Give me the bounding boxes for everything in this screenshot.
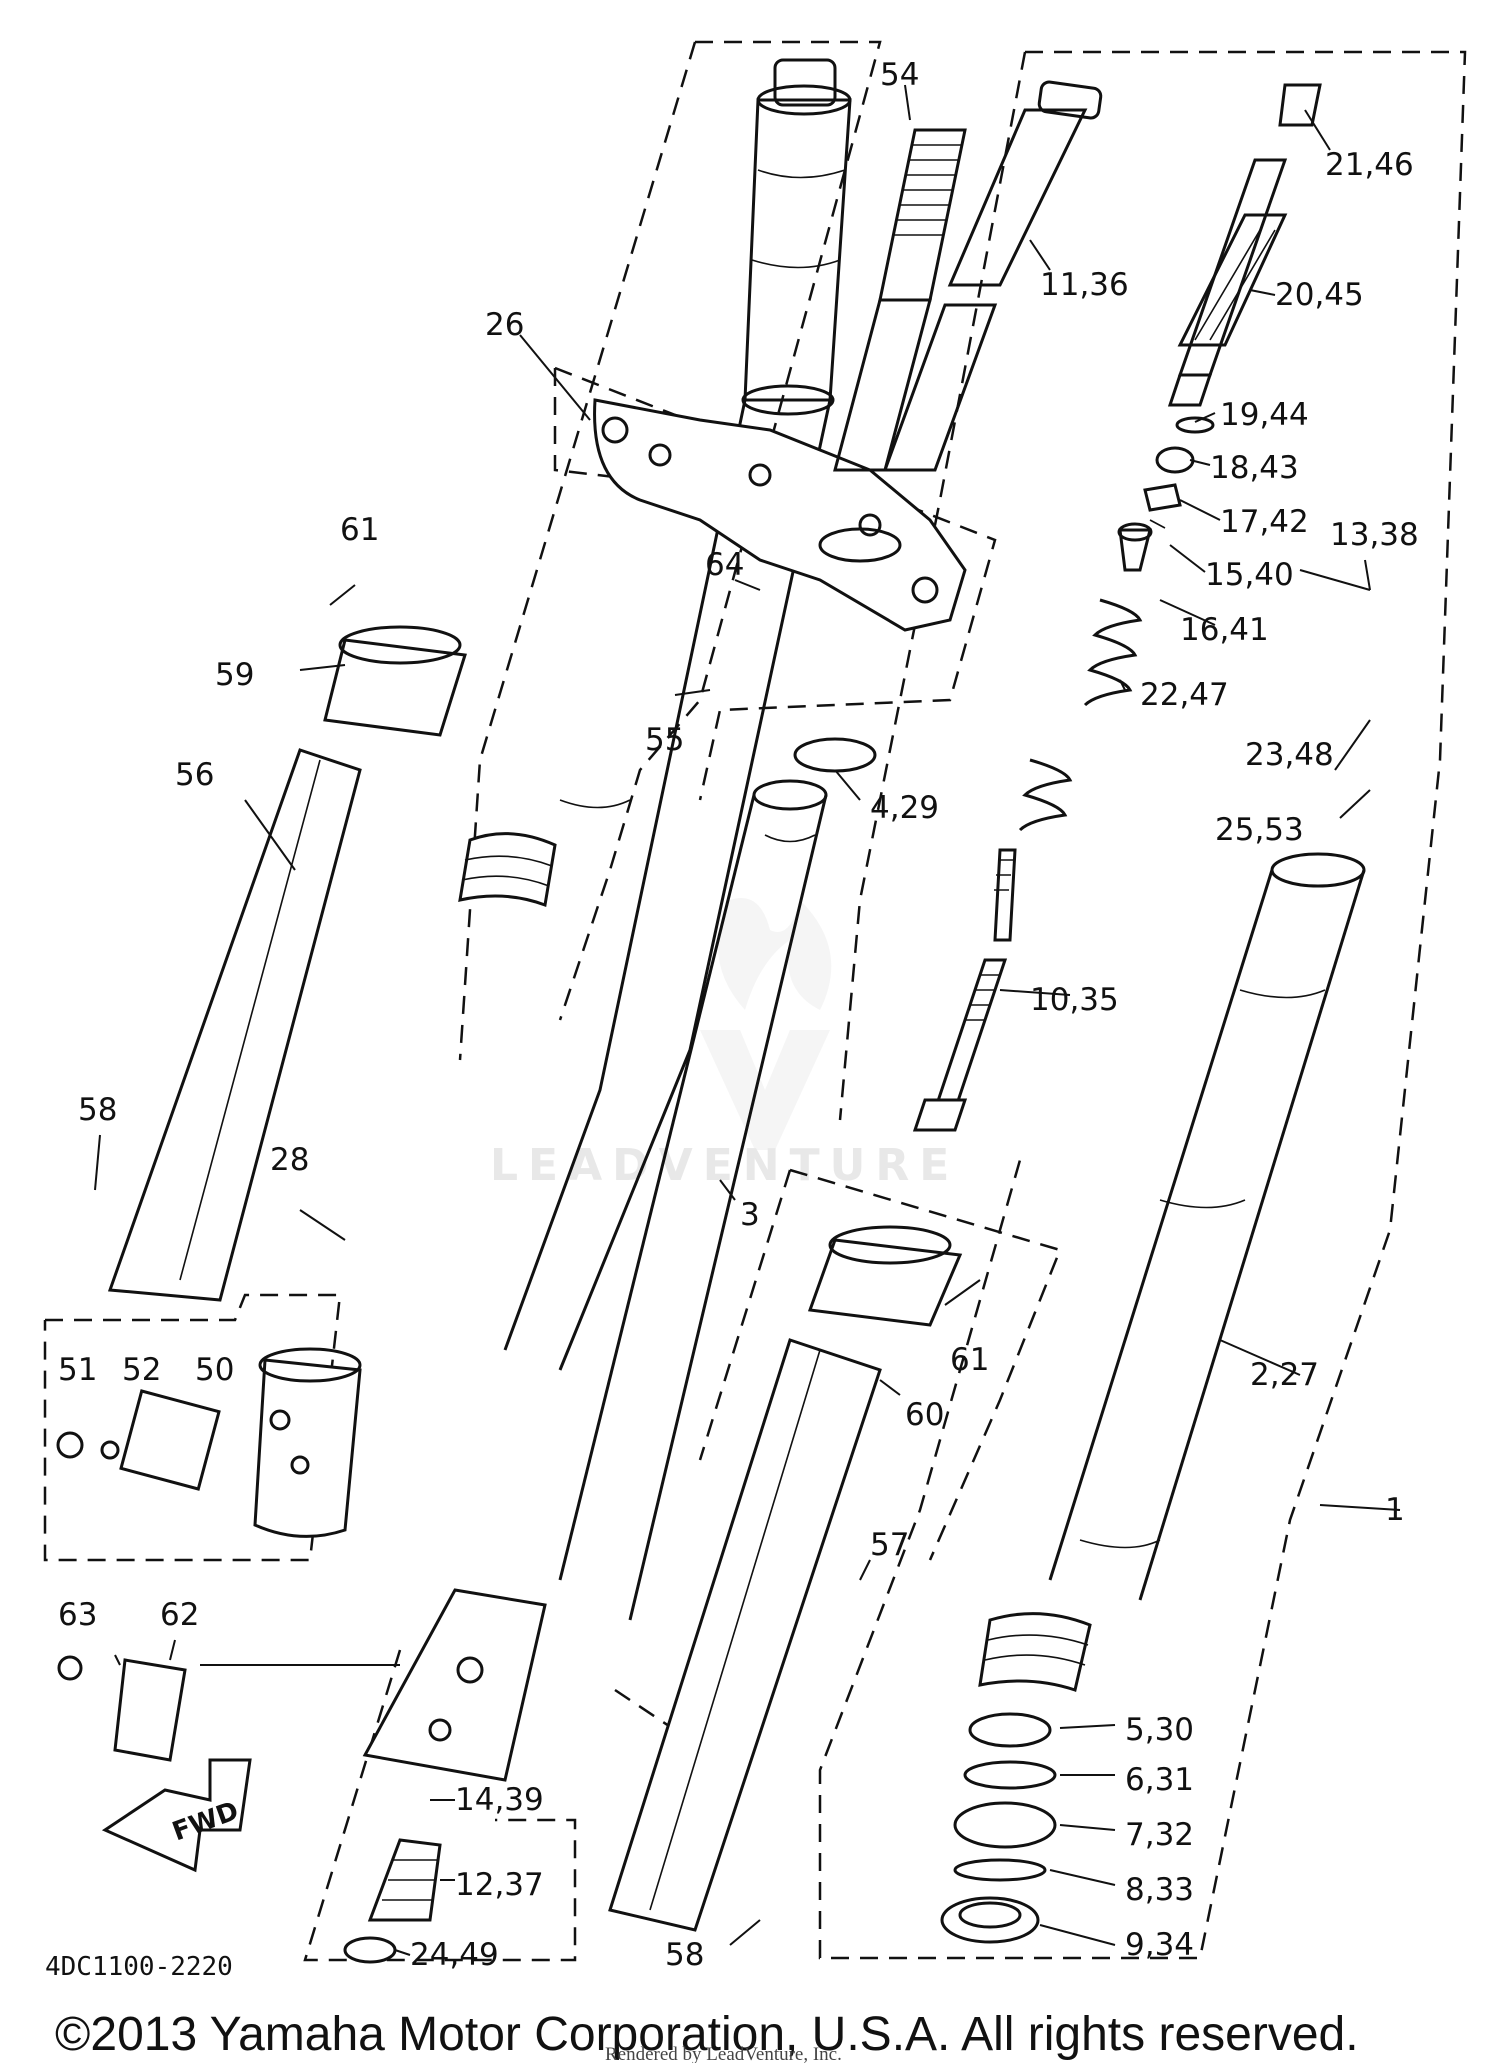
- guard-clamp-bottom: [807, 1225, 963, 1327]
- callout-26: 26: [485, 307, 524, 343]
- callout-54: 54: [880, 57, 919, 93]
- callout-63: 63: [58, 1597, 97, 1633]
- callout-17-42: 17,42: [1220, 504, 1309, 540]
- lower-bracket: [593, 398, 967, 632]
- callout-22-47: 22,47: [1140, 677, 1229, 713]
- callout-58b: 58: [665, 1937, 704, 1973]
- callout-61a: 61: [340, 512, 379, 548]
- callout-15-40: 15,40: [1205, 557, 1294, 593]
- guard-clamp-top: [323, 625, 467, 737]
- callout-10-35: 10,35: [1030, 982, 1119, 1018]
- callout-25-53: 25,53: [1215, 812, 1304, 848]
- lower-fork-leg: [362, 1588, 547, 1782]
- right-outer-tube: [1048, 852, 1366, 1601]
- callout-12-37: 12,37: [455, 1867, 544, 1903]
- springs: [993, 598, 1143, 942]
- callout-9-34: 9,34: [1125, 1927, 1194, 1963]
- axle-clamp: [56, 1389, 221, 1491]
- callout-24-49: 24,49: [410, 1937, 499, 1973]
- hose-bracket: [57, 1655, 187, 1762]
- callout-1: 1: [1385, 1492, 1405, 1528]
- watermark-logo: [700, 898, 832, 1150]
- callout-11-36: 11,36: [1040, 267, 1129, 303]
- dashed-boundaries: [43, 40, 1467, 1962]
- callout-14-39: 14,39: [455, 1782, 544, 1818]
- callout-21-46: 21,46: [1325, 147, 1414, 183]
- left-fork-tube: [253, 58, 852, 1538]
- callout-2-27: 2,27: [1250, 1357, 1319, 1393]
- callout-50: 50: [195, 1352, 234, 1388]
- fork-guard-right: [608, 1338, 882, 1932]
- callout-5-30: 5,30: [1125, 1712, 1194, 1748]
- damper-rod: [1167, 83, 1322, 407]
- callout-64: 64: [705, 547, 744, 583]
- callout-52: 52: [122, 1352, 161, 1388]
- watermark-text: LEADVENTURE: [490, 1140, 959, 1191]
- small-parts: [1117, 416, 1215, 572]
- document-code: 4DC1100-2220: [45, 1952, 233, 1982]
- rendered-by-note: Rendered by LeadVenture, Inc.: [605, 2044, 842, 2063]
- callout-6-31: 6,31: [1125, 1762, 1194, 1798]
- fork-guard-left: [107, 748, 362, 1302]
- callout-3: 3: [740, 1197, 760, 1233]
- callout-56: 56: [175, 757, 214, 793]
- rebound-rod: [912, 958, 1008, 1132]
- callout-20-45: 20,45: [1275, 277, 1364, 313]
- callout-19-44: 19,44: [1220, 397, 1309, 433]
- callout-57: 57: [870, 1527, 909, 1563]
- callout-28: 28: [270, 1142, 309, 1178]
- leader-lines: [94, 84, 1401, 1956]
- callout-61b: 61: [950, 1342, 989, 1378]
- callout-51: 51: [58, 1352, 97, 1388]
- callout-23-48: 23,48: [1245, 737, 1334, 773]
- callout-labels: 54 21,46 11,36 20,45 26 19,44 18,43 17,4…: [58, 57, 1419, 1973]
- seal-stack: [940, 1612, 1092, 1944]
- callout-18-43: 18,43: [1210, 450, 1299, 486]
- callout-62: 62: [160, 1597, 199, 1633]
- callout-7-32: 7,32: [1125, 1817, 1194, 1853]
- callout-8-33: 8,33: [1125, 1872, 1194, 1908]
- callout-55: 55: [645, 722, 684, 758]
- damper-cartridge: [882, 80, 1103, 472]
- steering-stem: [833, 128, 967, 472]
- callout-16-41: 16,41: [1180, 612, 1269, 648]
- copyright-notice: ©2013 Yamaha Motor Corporation, U.S.A. A…: [55, 2008, 1359, 2061]
- callout-59: 59: [215, 657, 254, 693]
- callout-58a: 58: [78, 1092, 117, 1128]
- callout-13-38: 13,38: [1330, 517, 1419, 553]
- bottom-adjuster: [343, 1838, 442, 1964]
- middle-outer-tube: [558, 737, 877, 1621]
- callout-4-29: 4,29: [870, 790, 939, 826]
- callout-60: 60: [905, 1397, 944, 1433]
- fwd-arrow-icon: [101, 1758, 252, 1873]
